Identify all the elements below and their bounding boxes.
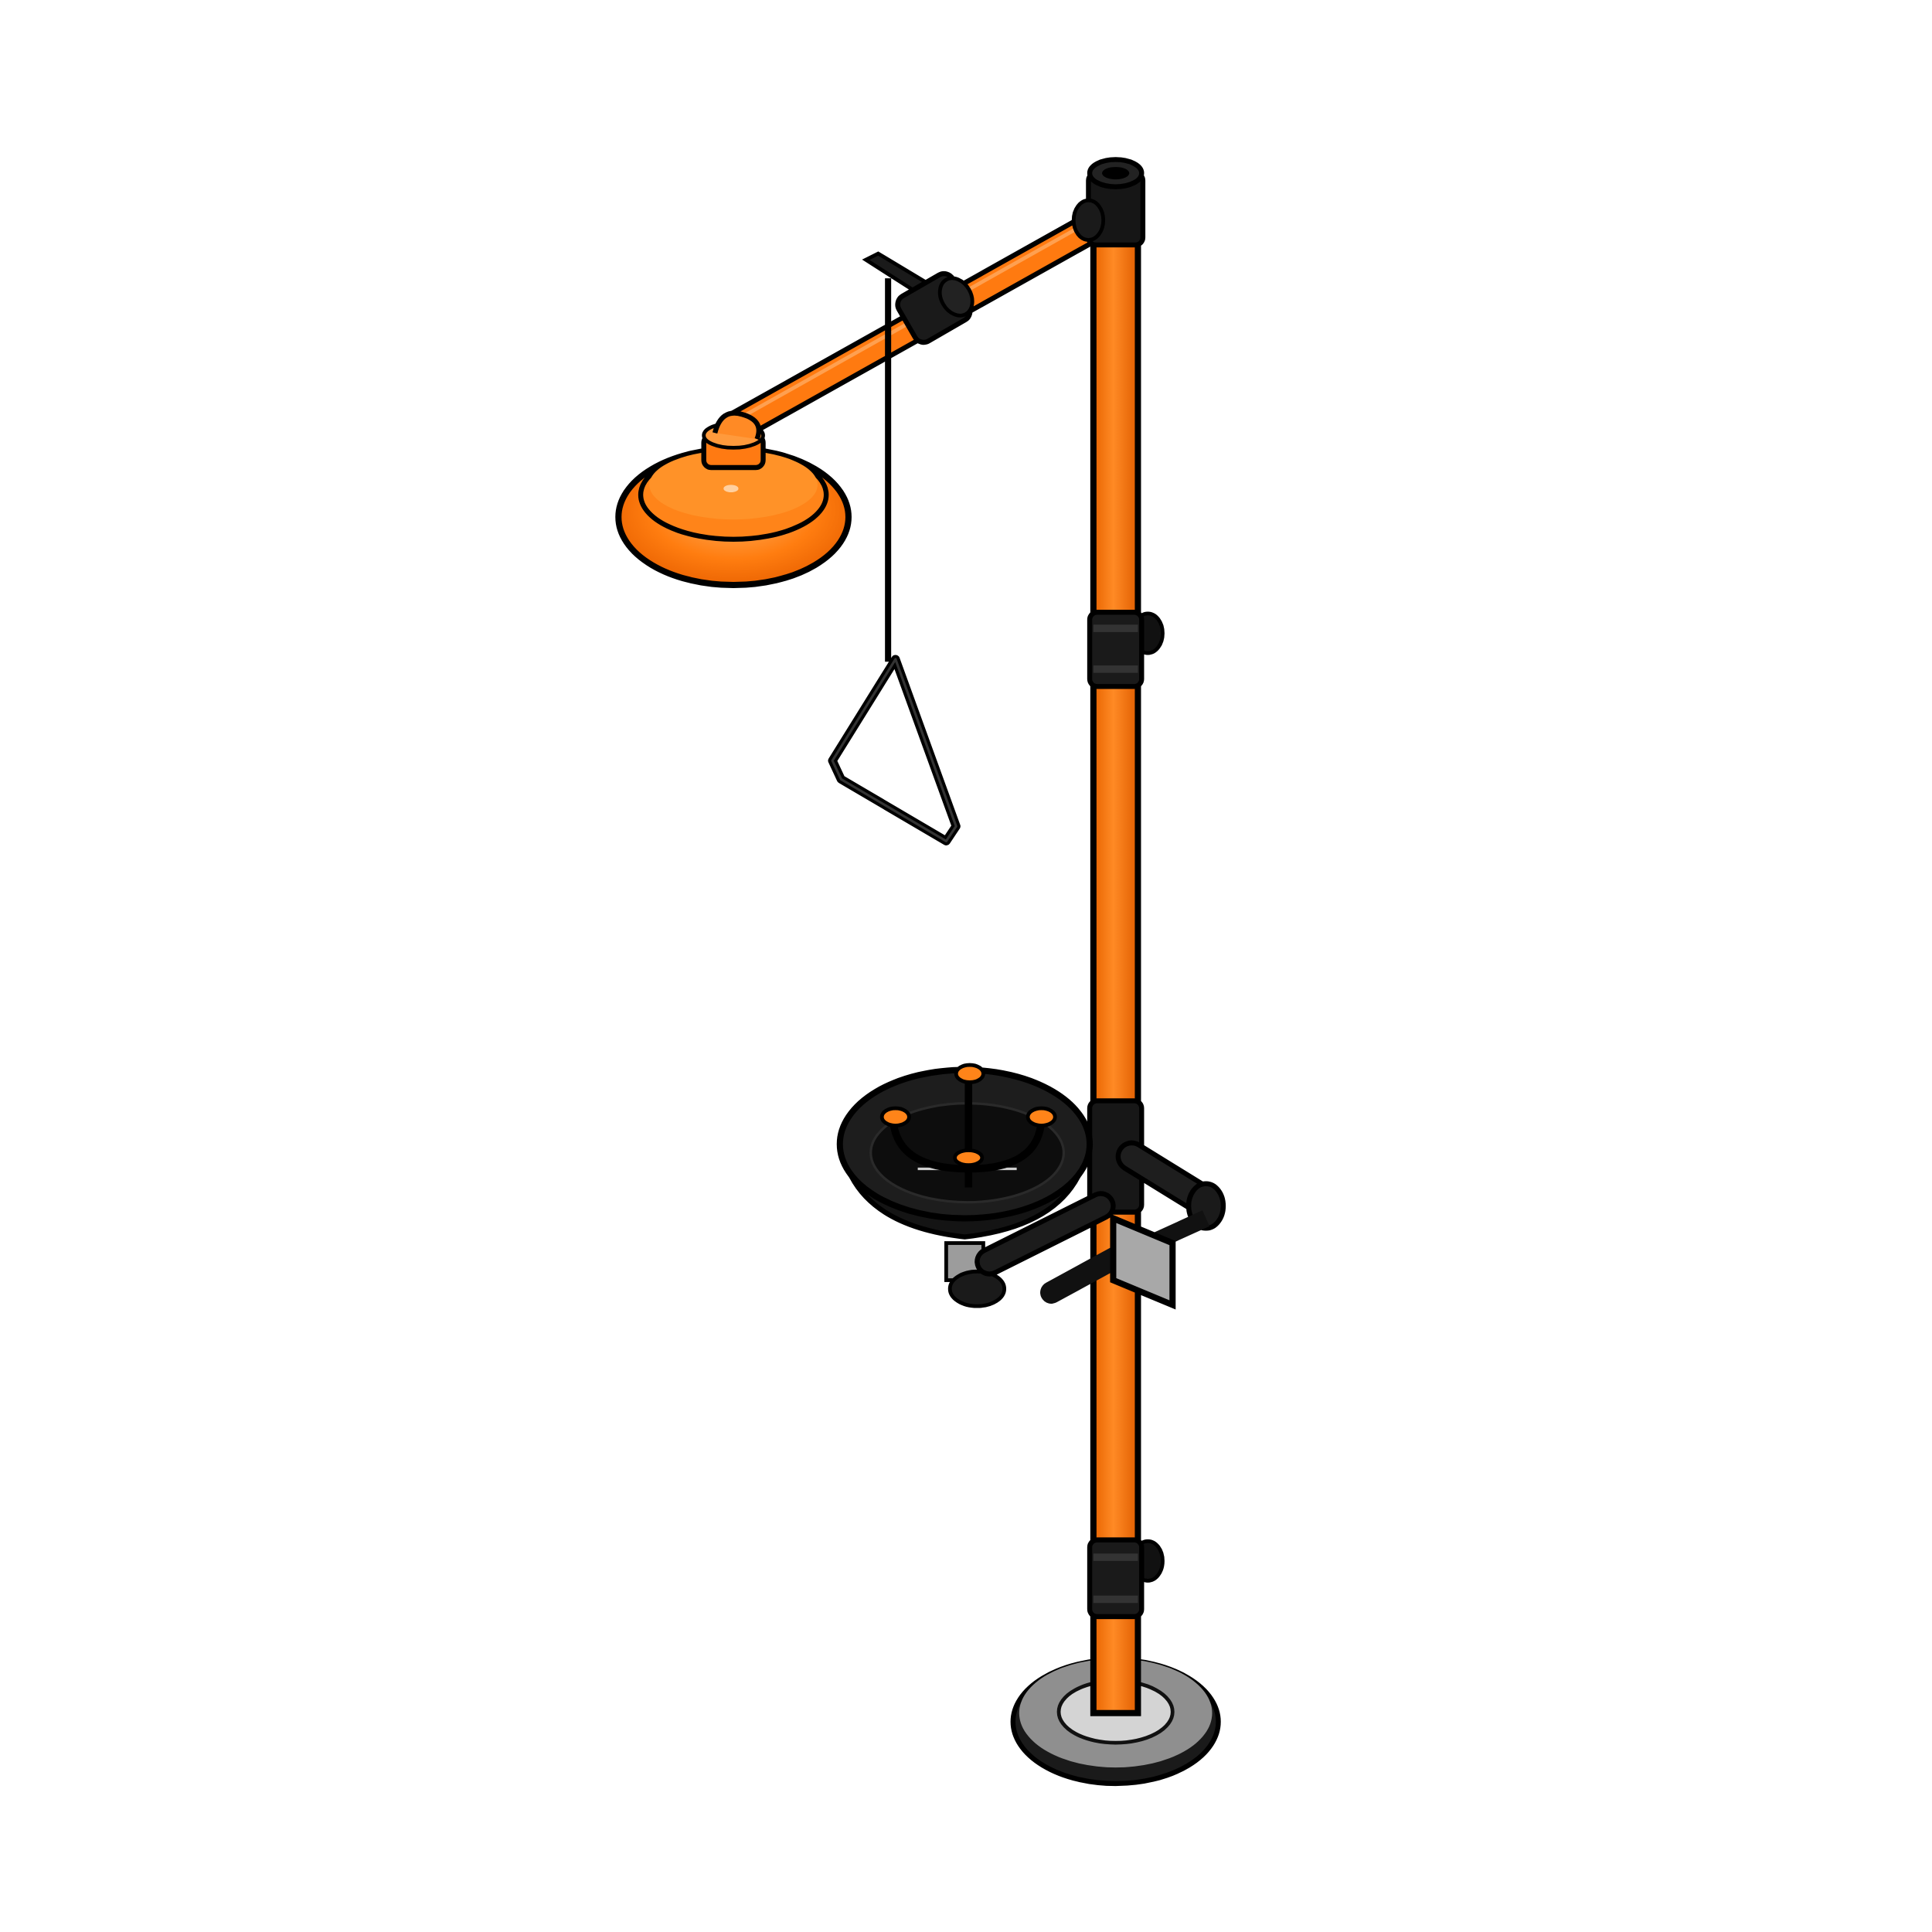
shower-valve <box>862 251 975 345</box>
eyewash-spray-heads <box>879 1063 1057 1168</box>
top-tee-fitting <box>1071 157 1146 248</box>
eyewash-valve <box>975 1191 1131 1304</box>
pull-rod[interactable] <box>828 278 961 845</box>
triangle-pull-handle[interactable] <box>828 655 961 845</box>
push-flag-paddle[interactable] <box>1110 1213 1176 1310</box>
upper-pipe-clamp <box>1087 610 1165 689</box>
shower-head <box>615 410 852 589</box>
eyewash-bowl <box>836 1063 1094 1308</box>
vertical-pipe <box>1090 182 1141 1716</box>
lower-pipe-clamp <box>1087 1537 1165 1620</box>
